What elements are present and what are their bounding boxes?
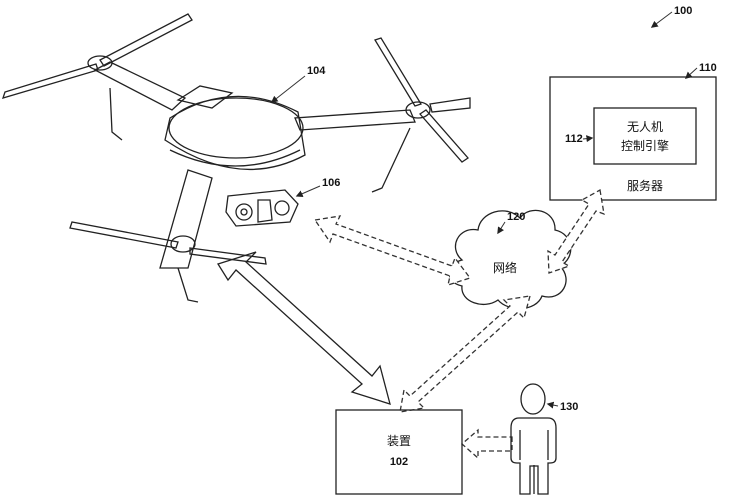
drone-arm-rear-right — [294, 109, 416, 131]
propeller-rear-right — [374, 37, 471, 163]
user-person: 130 — [510, 383, 578, 495]
drone-arm-front-left — [93, 61, 187, 111]
engine-label-line2: 控制引擎 — [621, 138, 669, 153]
uav-control-engine-box: 无人机 控制引擎 112 — [565, 107, 697, 165]
arrow-network-server — [547, 188, 605, 274]
drone-leg-right — [371, 127, 411, 193]
device-box: 装置 102 — [335, 409, 463, 495]
server-label: 服务器 — [627, 178, 663, 193]
network-label: 网络 — [493, 260, 517, 275]
engine-ref-label: 112 — [565, 133, 583, 145]
device-ref-label: 102 — [390, 456, 408, 468]
arrow-user-device — [461, 428, 513, 460]
uav-ref-label: 104 — [307, 65, 326, 77]
engine-label-line1: 无人机 — [627, 120, 663, 134]
arrow-network-device — [399, 295, 531, 413]
uav-drone: 104 106 — [1, 13, 471, 303]
arrow-network-drone — [313, 215, 472, 286]
server-box: 110 无人机 控制引擎 112 服务器 — [549, 62, 717, 201]
propeller-front — [69, 221, 267, 265]
server-ref-label: 110 — [699, 62, 717, 74]
gimbal-camera — [225, 189, 299, 227]
camera-ref-label: 106 — [322, 177, 340, 189]
network-ref-label: 120 — [507, 211, 525, 223]
device-label: 装置 — [387, 434, 411, 448]
drone-arm-front-right — [159, 169, 213, 269]
propeller-front-left — [1, 13, 193, 99]
arrow-drone-device — [217, 251, 391, 405]
drone-leg-left — [109, 87, 123, 141]
figure-ref-label: 100 — [650, 5, 692, 28]
user-ref-label: 130 — [560, 401, 578, 413]
drone-body — [164, 85, 306, 170]
svg-text:100: 100 — [674, 5, 692, 17]
drone-leg-front — [177, 267, 199, 303]
